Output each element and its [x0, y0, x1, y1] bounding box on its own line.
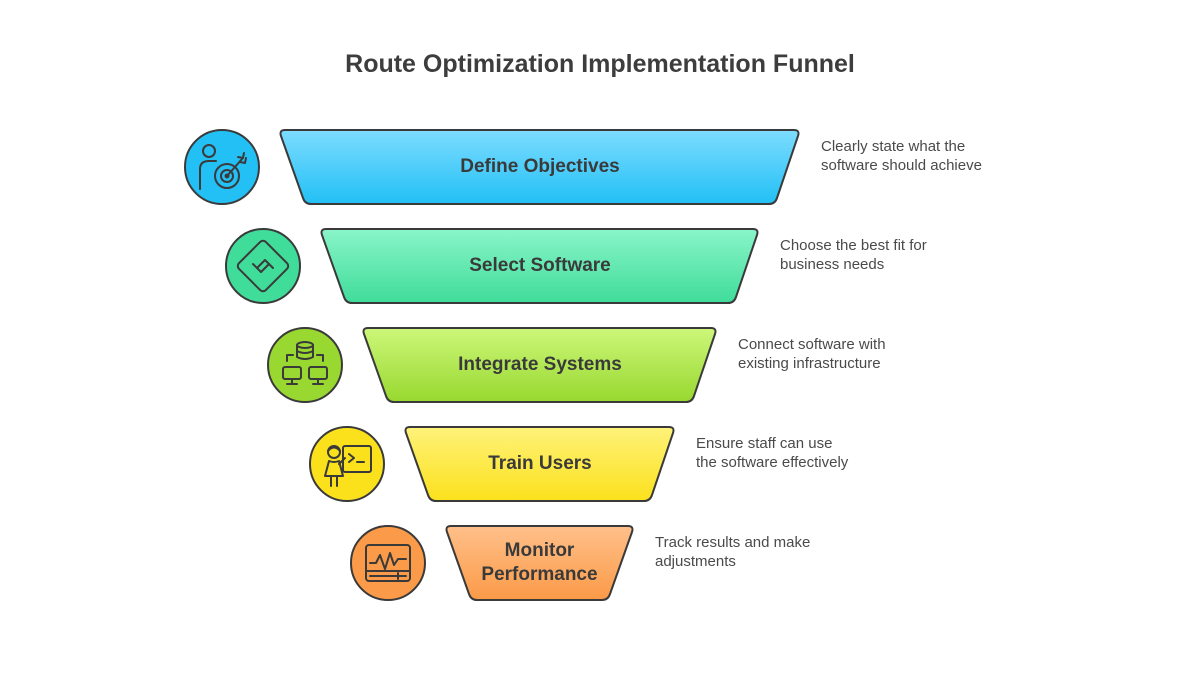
- stage-label-line: Train Users: [488, 453, 592, 474]
- diamond-select-icon: [225, 228, 301, 304]
- stage-description-line: existing infrastructure: [738, 355, 881, 372]
- stage-label: Integrate Systems: [388, 353, 692, 377]
- funnel-stage-2: [320, 228, 759, 304]
- stage-label: Select Software: [346, 254, 734, 278]
- stage-label: Define Objectives: [305, 155, 775, 179]
- database-network-icon: [267, 327, 343, 403]
- stage-label-line: Monitor: [504, 540, 575, 561]
- stage-description: Connect software with existing infrastruc…: [738, 335, 938, 373]
- stage-label-line: Performance: [481, 564, 598, 585]
- stage-description: Choose the best fit for business needs: [780, 236, 980, 274]
- stage-description-line: Clearly state what the: [821, 138, 966, 155]
- funnel-stage-4: [404, 426, 675, 502]
- stage-label-line: Define Objectives: [460, 156, 620, 177]
- stage-description-line: business needs: [780, 256, 885, 273]
- stage-description-line: software should achieve: [821, 157, 982, 174]
- monitor-chart-icon: [350, 525, 426, 601]
- stage-label-line: Select Software: [469, 255, 611, 276]
- trainer-screen-icon: [309, 426, 385, 502]
- stage-description: Clearly state what the software should ac…: [821, 137, 1021, 175]
- funnel-stage-1: [279, 129, 800, 205]
- funnel-stage-3: [362, 327, 717, 403]
- stage-description-line: the software effectively: [696, 454, 849, 471]
- stage-label: Train Users: [430, 452, 650, 476]
- person-target-icon: [184, 129, 260, 205]
- stage-description-line: Ensure staff can use: [696, 435, 833, 452]
- stage-description: Track results and make adjustments: [655, 533, 855, 571]
- stage-description-line: Connect software with: [738, 336, 886, 353]
- stage-description-line: adjustments: [655, 553, 736, 570]
- stage-description-line: Choose the best fit for: [780, 237, 927, 254]
- diagram-title: Route Optimization Implementation Funnel: [345, 50, 855, 78]
- stage-description: Ensure staff can use the software effecti…: [696, 434, 896, 472]
- funnel-stage-5: [445, 525, 634, 601]
- stage-label-line: Integrate Systems: [458, 354, 622, 375]
- stage-description-line: Track results and make: [655, 534, 811, 551]
